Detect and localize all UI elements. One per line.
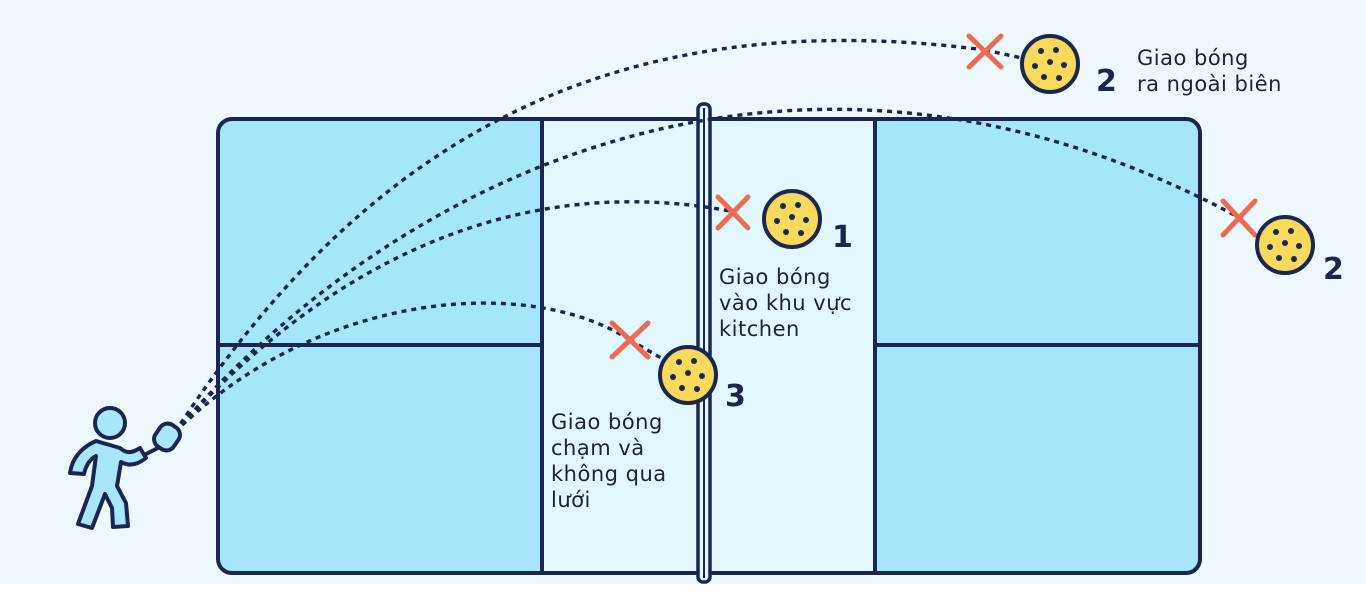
fault-number: 1 [832, 220, 853, 255]
trajectory-net-fault-end [629, 338, 669, 364]
fault-number: 2 [1096, 64, 1117, 99]
fault-label-out: Giao bóng ra ngoài biên [1137, 46, 1282, 96]
kitchen-right [708, 121, 875, 571]
fault-label-kitchen: Giao bóng vào khu vực kitchen [719, 265, 852, 341]
fault-x-icon [1220, 198, 1258, 238]
ball-icon [1255, 215, 1315, 275]
fault-number: 2 [1323, 252, 1344, 287]
trajectory-out-fault-right [173, 107, 1241, 434]
fault-x-icon [966, 33, 1004, 70]
ball-icon [762, 189, 822, 249]
label-line: ra ngoài biên [1137, 72, 1282, 96]
serve-trajectories [173, 38, 1241, 434]
label-line: Giao bóng [1137, 46, 1249, 70]
trajectory-kitchen-fault [173, 200, 736, 434]
trajectory-top-end [984, 48, 1023, 60]
label-line: không qua [551, 462, 667, 486]
fault-label-net: Giao bóng chạm và không qua lưới [551, 410, 667, 512]
label-line: kitchen [719, 317, 800, 341]
bottom-strip [0, 584, 1366, 596]
trajectory-out-fault-top [173, 38, 986, 433]
ball-icon [658, 345, 718, 405]
label-line: chạm và [551, 436, 645, 460]
ball-icon [1020, 34, 1080, 94]
fault-x-icon [609, 320, 651, 360]
trajectory-net-fault [173, 301, 631, 434]
label-line: Giao bóng [551, 410, 663, 434]
label-line: lưới [551, 488, 591, 512]
label-line: vào khu vực [719, 291, 852, 315]
fault-number: 3 [725, 379, 746, 414]
label-line: Giao bóng [719, 265, 831, 289]
court [216, 102, 1202, 584]
net [696, 102, 712, 584]
player-icon [68, 406, 182, 530]
fault-x-icon [715, 194, 751, 231]
